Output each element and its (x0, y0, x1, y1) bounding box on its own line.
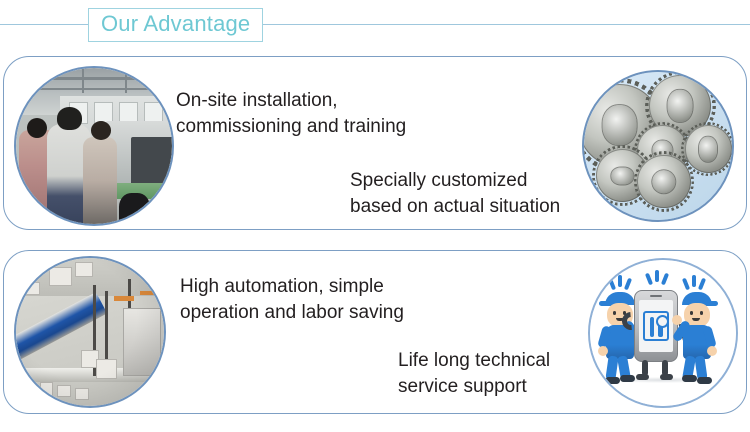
advantage-text-automation: High automation, simple operation and la… (180, 276, 404, 323)
advantage-text-customized: Specially customized based on actual sit… (350, 170, 561, 217)
advantage-text-onsite: On-site installation, commissioning and … (176, 90, 407, 137)
tools-icon (643, 311, 669, 341)
header-divider-line (0, 24, 750, 25)
page-title: Our Advantage (101, 11, 251, 36)
gears-photo (582, 70, 734, 222)
advantage-text-service: Life long technical service support (398, 350, 551, 397)
gear-shape (637, 154, 691, 209)
section-title-box: Our Advantage (88, 8, 264, 42)
gear-shape (684, 125, 732, 173)
production-line-photo (14, 256, 166, 408)
onsite-installation-photo (14, 66, 174, 226)
section-header: Our Advantage (0, 0, 750, 48)
technical-service-illustration (588, 258, 738, 408)
